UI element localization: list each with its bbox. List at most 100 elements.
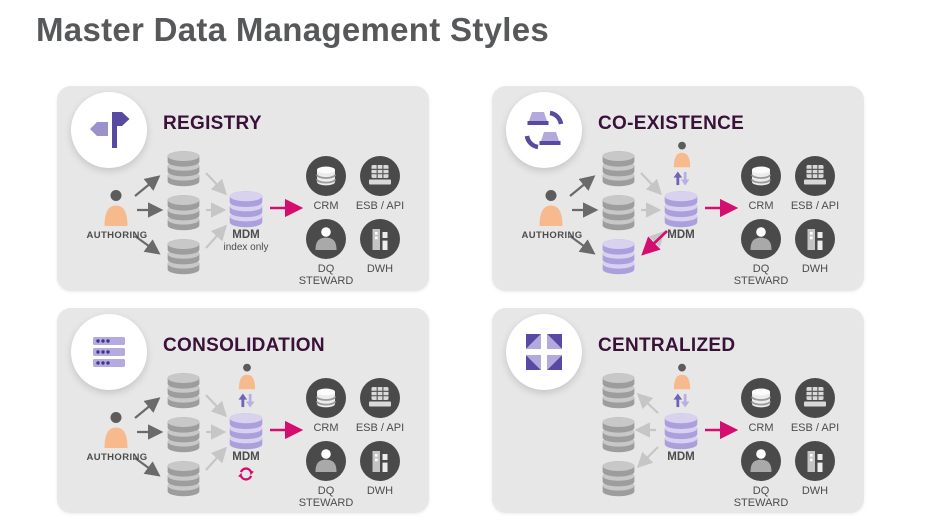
signpost-icon [87, 108, 131, 152]
esb-api-consumer: ESB / API [356, 378, 404, 435]
source-db-icon [165, 372, 202, 409]
coexistence-badge [506, 92, 582, 168]
dwh-consumer: DWH [792, 218, 838, 288]
mdm-db-icon [662, 412, 700, 450]
dwh-icon [360, 440, 400, 481]
source-db-icon [165, 238, 202, 275]
authoring-person-icon [536, 189, 566, 227]
sync-icon [522, 108, 566, 152]
consumers-grid: CRM ESB / API DQ STEWARD DWH [299, 378, 404, 510]
converge-icon [522, 330, 566, 374]
index-only-label: index only [223, 242, 269, 253]
crm-label: CRM [748, 422, 774, 434]
panel-title-centralized: CENTRALIZED [598, 335, 736, 356]
mdm-label: MDM [232, 229, 260, 241]
mdm-db-icon [227, 412, 265, 450]
panel-title-coexistence: CO-EXISTENCE [598, 113, 745, 134]
dq-steward-consumer: DQ STEWARD [299, 218, 353, 288]
consumers-grid: CRM ESB / API DQ STEWARD DWH [734, 156, 839, 288]
crm-label: CRM [313, 200, 339, 212]
crm-icon [306, 156, 346, 196]
dq-steward-label: DQ STEWARD [733, 262, 789, 288]
mdm-label: MDM [667, 451, 695, 463]
steward-person-icon [671, 363, 693, 390]
updown-arrows-icon [673, 171, 690, 186]
panel-coexistence: CO-EXISTENCE AUTHORING MDM CRM [492, 86, 864, 291]
esb-api-label: ESB / API [790, 200, 840, 212]
dq-steward-consumer: DQ STEWARD [734, 218, 788, 288]
esb-api-consumer: ESB / API [791, 156, 839, 213]
mdm-db-icon [227, 190, 265, 228]
esb-api-label: ESB / API [355, 200, 405, 212]
dq-steward-icon [306, 440, 346, 481]
crm-icon [741, 156, 781, 196]
source-db-purple-icon [600, 238, 637, 275]
esb-api-icon [795, 378, 835, 418]
panel-consolidation: CONSOLIDATION AUTHORING MDM CRM [57, 308, 429, 513]
dwh-label: DWH [366, 262, 394, 275]
dwh-consumer: DWH [357, 218, 403, 288]
dq-steward-consumer: DQ STEWARD [734, 440, 788, 510]
crm-icon [306, 378, 346, 418]
dq-steward-icon [741, 218, 781, 259]
source-db-icon [600, 372, 637, 409]
page-title: Master Data Management Styles [36, 11, 550, 48]
authoring-label: AUTHORING [86, 452, 148, 463]
dq-steward-label: DQ STEWARD [298, 484, 354, 510]
source-db-icon [165, 150, 202, 187]
mdm-db-icon [662, 190, 700, 228]
crm-consumer: CRM [738, 156, 784, 213]
dq-steward-icon [306, 218, 346, 259]
dq-steward-consumer: DQ STEWARD [299, 440, 353, 510]
crm-label: CRM [313, 422, 339, 434]
server-stack-icon [87, 330, 131, 374]
panel-centralized: CENTRALIZED MDM CRM ESB / API DQ [492, 308, 864, 513]
esb-api-icon [360, 378, 400, 418]
refresh-cycle-icon [237, 465, 255, 483]
steward-person-icon [671, 141, 693, 168]
dwh-label: DWH [801, 484, 829, 497]
esb-api-consumer: ESB / API [791, 378, 839, 435]
dwh-consumer: DWH [357, 440, 403, 510]
mdm-label: MDM [667, 229, 695, 241]
consolidation-badge [71, 314, 147, 390]
updown-arrows-icon [238, 393, 255, 408]
panel-registry: REGISTRY AUTHORING MDM index only CRM E [57, 86, 429, 291]
updown-arrows-icon [673, 393, 690, 408]
dq-steward-label: DQ STEWARD [733, 484, 789, 510]
steward-person-icon [236, 363, 258, 390]
source-db-icon [600, 194, 637, 231]
consumers-grid: CRM ESB / API DQ STEWARD DWH [299, 156, 404, 288]
esb-api-icon [360, 156, 400, 196]
dwh-icon [360, 218, 400, 259]
dwh-label: DWH [366, 484, 394, 497]
source-db-icon [165, 194, 202, 231]
centralized-badge [506, 314, 582, 390]
dwh-icon [795, 440, 835, 481]
consumers-grid: CRM ESB / API DQ STEWARD DWH [734, 378, 839, 510]
esb-api-label: ESB / API [790, 422, 840, 434]
authoring-label: AUTHORING [521, 230, 583, 241]
crm-consumer: CRM [303, 378, 349, 435]
crm-consumer: CRM [303, 156, 349, 213]
esb-api-consumer: ESB / API [356, 156, 404, 213]
esb-api-label: ESB / API [355, 422, 405, 434]
dwh-label: DWH [801, 262, 829, 275]
crm-icon [741, 378, 781, 418]
crm-consumer: CRM [738, 378, 784, 435]
panel-title-registry: REGISTRY [163, 113, 262, 134]
source-db-icon [165, 460, 202, 497]
dwh-icon [795, 218, 835, 259]
source-db-icon [165, 416, 202, 453]
source-db-icon [600, 416, 637, 453]
panel-title-consolidation: CONSOLIDATION [163, 335, 325, 356]
authoring-person-icon [101, 411, 131, 449]
mdm-label: MDM [232, 451, 260, 463]
registry-badge [71, 92, 147, 168]
authoring-label: AUTHORING [86, 230, 148, 241]
esb-api-icon [795, 156, 835, 196]
source-db-icon [600, 460, 637, 497]
crm-label: CRM [748, 200, 774, 212]
dq-steward-icon [741, 440, 781, 481]
